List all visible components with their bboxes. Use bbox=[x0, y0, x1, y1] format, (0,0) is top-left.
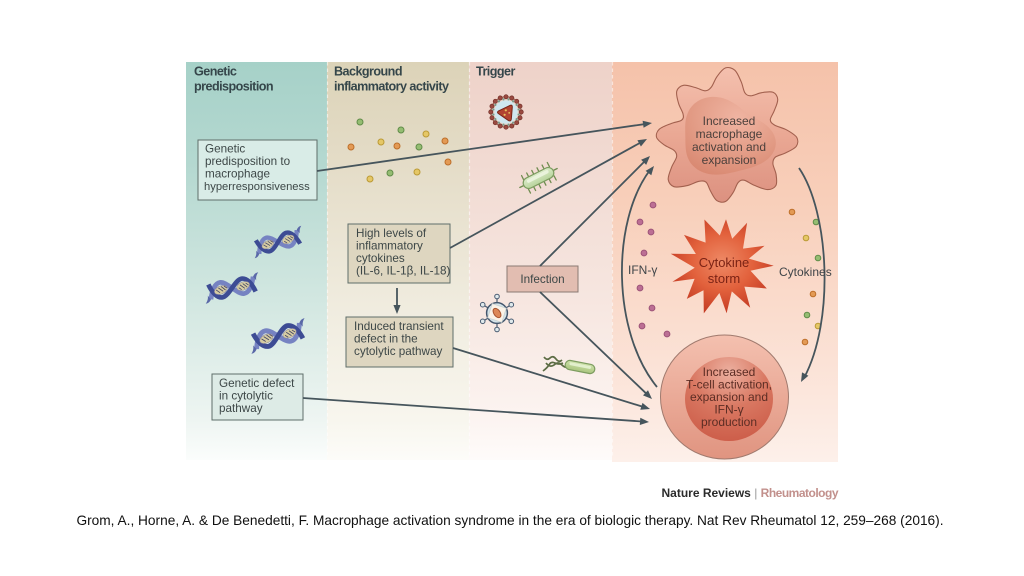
svg-text:expansion: expansion bbox=[702, 153, 757, 167]
svg-text:Increased: Increased bbox=[703, 114, 756, 128]
svg-text:predisposition to: predisposition to bbox=[205, 155, 291, 168]
svg-text:predisposition: predisposition bbox=[194, 80, 273, 94]
svg-text:Increased: Increased bbox=[703, 365, 756, 379]
svg-text:Genetic defect: Genetic defect bbox=[219, 377, 295, 390]
svg-text:IFN-γ: IFN-γ bbox=[628, 263, 657, 277]
svg-text:Genetic: Genetic bbox=[194, 65, 237, 79]
svg-text:(IL-6, IL-1β, IL-18): (IL-6, IL-1β, IL-18) bbox=[356, 265, 451, 278]
svg-text:pathway: pathway bbox=[219, 402, 263, 415]
svg-text:IFN-γ: IFN-γ bbox=[714, 403, 743, 417]
svg-text:production: production bbox=[701, 415, 757, 429]
svg-text:Cytokine: Cytokine bbox=[699, 255, 750, 270]
svg-text:defect in the: defect in the bbox=[354, 333, 418, 346]
svg-text:Grom, A., Horne, A. & De Bened: Grom, A., Horne, A. & De Benedetti, F. M… bbox=[76, 513, 943, 528]
svg-text:Nature Reviews | Rheumatology: Nature Reviews | Rheumatology bbox=[661, 486, 838, 500]
svg-text:inflammatory: inflammatory bbox=[356, 240, 423, 253]
svg-text:Background: Background bbox=[334, 65, 402, 79]
svg-text:macrophage: macrophage bbox=[696, 127, 763, 141]
svg-text:hyperresponsiveness: hyperresponsiveness bbox=[204, 181, 310, 193]
svg-text:Genetic: Genetic bbox=[205, 143, 245, 156]
svg-text:expansion and: expansion and bbox=[690, 390, 768, 404]
svg-text:T-cell activation,: T-cell activation, bbox=[686, 378, 772, 392]
svg-text:Trigger: Trigger bbox=[476, 65, 515, 79]
svg-text:Induced transient: Induced transient bbox=[354, 320, 444, 333]
svg-text:inflammatory activity: inflammatory activity bbox=[334, 80, 449, 94]
svg-text:Cytokines: Cytokines bbox=[779, 265, 832, 279]
svg-text:High levels of: High levels of bbox=[356, 227, 427, 240]
svg-text:Infection: Infection bbox=[520, 273, 564, 286]
svg-text:cytolytic pathway: cytolytic pathway bbox=[354, 345, 442, 358]
svg-text:activation and: activation and bbox=[692, 140, 766, 154]
svg-text:storm: storm bbox=[708, 271, 741, 286]
svg-text:cytokines: cytokines bbox=[356, 252, 405, 265]
svg-text:in cytolytic: in cytolytic bbox=[219, 390, 273, 403]
svg-text:macrophage: macrophage bbox=[205, 168, 270, 181]
